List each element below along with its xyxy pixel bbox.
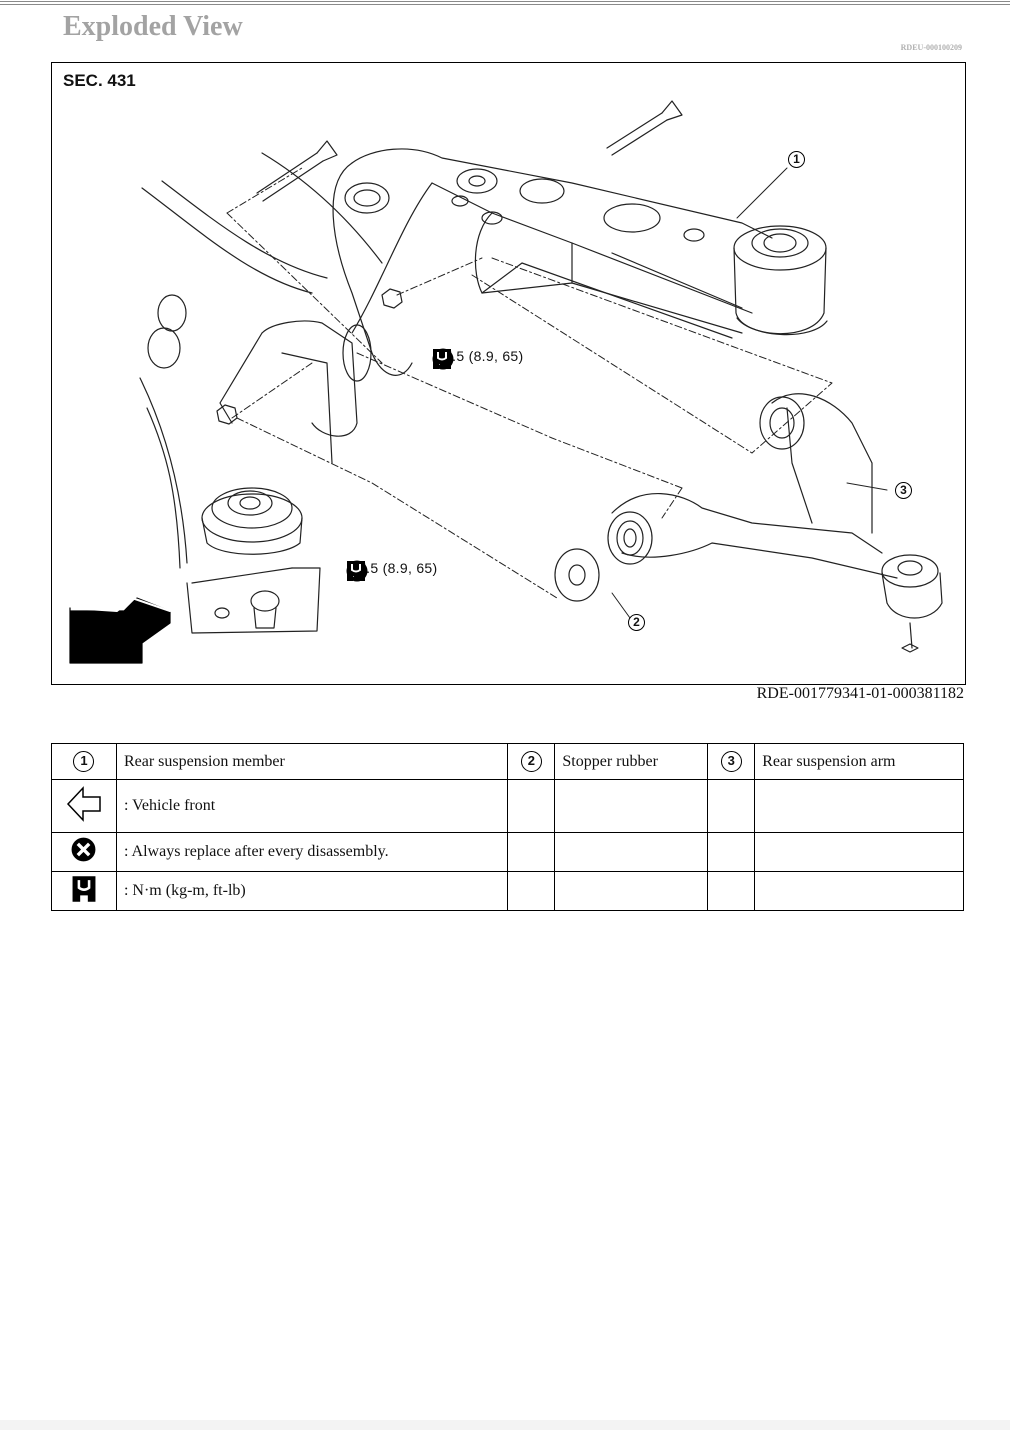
page-footer-band [0,1420,1010,1430]
page-title: Exploded View [63,11,243,42]
callout-1: 1 [788,151,805,168]
legend-row-parts: 1 Rear suspension member 2 Stopper rubbe… [51,743,964,780]
suspension-drawing [69,100,943,664]
callout-2-symbol: 2 [520,751,542,772]
legend-label-2: Stopper rubber [554,743,709,780]
callout-3-symbol: 3 [720,751,742,772]
legend-row-vehicle-front: : Vehicle front [51,779,964,833]
figure-id: RDE-001779341-01-000381182 [756,685,964,702]
legend-label-1: Rear suspension member [115,743,509,780]
replace-icon [72,837,96,862]
top-rule [0,1,1010,5]
callout-1-symbol: 1 [73,751,95,772]
torque-spec-lower: 87.5 (8.9, 65) [346,560,438,582]
callout-2: 2 [628,614,645,631]
torque-wrench-icon [433,349,451,369]
torque-spec-upper: 87.5 (8.9, 65) [432,348,524,370]
arrow-left-icon [66,785,101,822]
section-label: SEC. 431 [63,71,136,90]
legend-row-replace: : Always replace after every disassembly… [51,832,964,872]
torque-value: 87.5 (8.9, 65) [350,560,438,576]
torque-wrench-icon [347,561,365,581]
exploded-view-figure: SEC. 431 1 3 2 87.5 (8.9, 65) 87.5 (8.9,… [51,62,966,685]
legend-label-vehicle-front: : Vehicle front [115,779,509,833]
torque-wrench-icon [72,875,96,902]
legend-label-replace: : Always replace after every disassembly… [115,832,509,872]
callout-3: 3 [895,482,912,499]
legend-table: 1 Rear suspension member 2 Stopper rubbe… [51,743,964,911]
torque-value: 87.5 (8.9, 65) [436,348,524,364]
legend-row-torque: : N·m (kg-m, ft-lb) [51,871,964,911]
document-id: RDEU-000100209 [900,43,962,52]
legend-label-3: Rear suspension arm [754,743,964,780]
legend-label-torque-units: : N·m (kg-m, ft-lb) [115,871,509,911]
